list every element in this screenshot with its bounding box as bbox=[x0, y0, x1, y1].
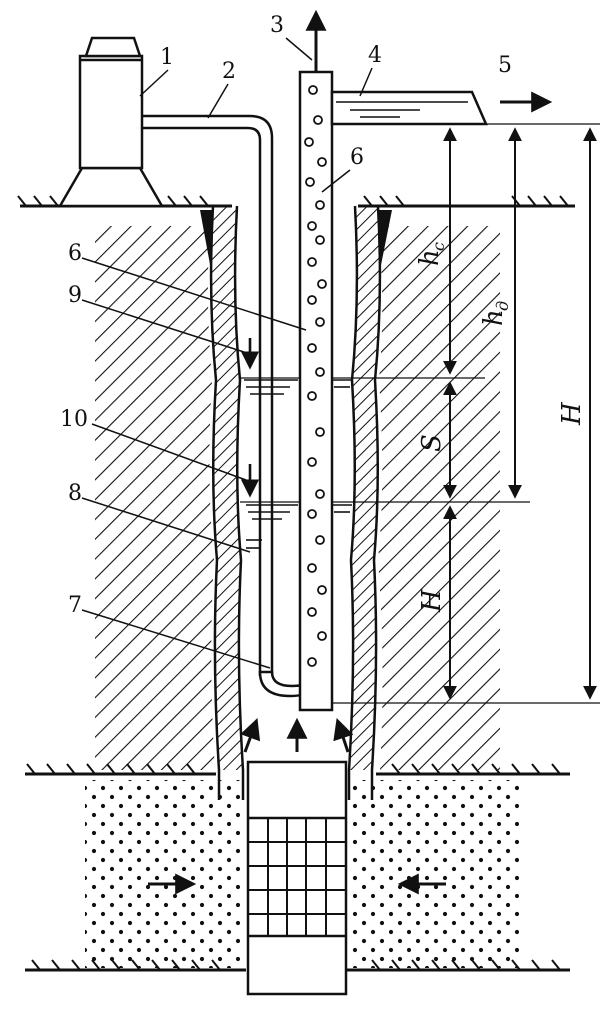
dimension-label-hc: h bbox=[415, 249, 445, 266]
label-dynamic-level: 10 bbox=[60, 407, 88, 432]
casing-wall-right-fill bbox=[349, 206, 380, 770]
label-air-pipe: 2 bbox=[222, 59, 236, 84]
aquifer-left bbox=[85, 780, 243, 968]
lift-pipe bbox=[298, 70, 334, 712]
leader-lines bbox=[81, 37, 373, 669]
dimension-label-hc-sub: c bbox=[429, 242, 448, 251]
cement-plug-left bbox=[200, 210, 213, 270]
aquifer-base bbox=[25, 959, 570, 972]
dimension-label-hd-sub: д bbox=[493, 301, 512, 311]
label-lift-pipe-upper: 6 bbox=[350, 145, 364, 170]
dimension-label-S: S bbox=[417, 434, 447, 452]
label-lift-pipe: 6 bbox=[68, 241, 82, 266]
compressor bbox=[57, 36, 165, 208]
impermeable-stratum-right bbox=[378, 226, 500, 770]
label-mixer: 7 bbox=[68, 593, 82, 618]
label-static-level: 9 bbox=[68, 283, 82, 308]
label-water-outlet: 5 bbox=[498, 53, 512, 78]
dimension-label-H: H bbox=[557, 401, 587, 426]
label-compressor: 1 bbox=[160, 45, 174, 70]
cement-plug-right bbox=[378, 210, 392, 270]
label-water-in-well: 8 bbox=[68, 481, 82, 506]
trough-water bbox=[336, 101, 468, 118]
dimension-lines bbox=[443, 127, 597, 700]
stratum-boundary-lower bbox=[25, 763, 570, 776]
label-separator: 4 bbox=[368, 43, 382, 68]
inflow-arrows bbox=[148, 717, 446, 895]
casing-wall-left-fill bbox=[211, 206, 243, 770]
well-filter bbox=[246, 760, 348, 996]
label-air-outlet: 3 bbox=[270, 13, 284, 38]
air-pipe bbox=[142, 114, 274, 676]
dimension-label-Hsub: H bbox=[417, 588, 447, 613]
level-reference-lines bbox=[240, 123, 600, 704]
aquifer-right bbox=[349, 780, 519, 968]
separator-trough bbox=[330, 90, 488, 126]
impermeable-stratum-left bbox=[95, 226, 215, 770]
dimension-label-hd: h bbox=[479, 309, 509, 326]
air-bubbles bbox=[304, 85, 327, 667]
